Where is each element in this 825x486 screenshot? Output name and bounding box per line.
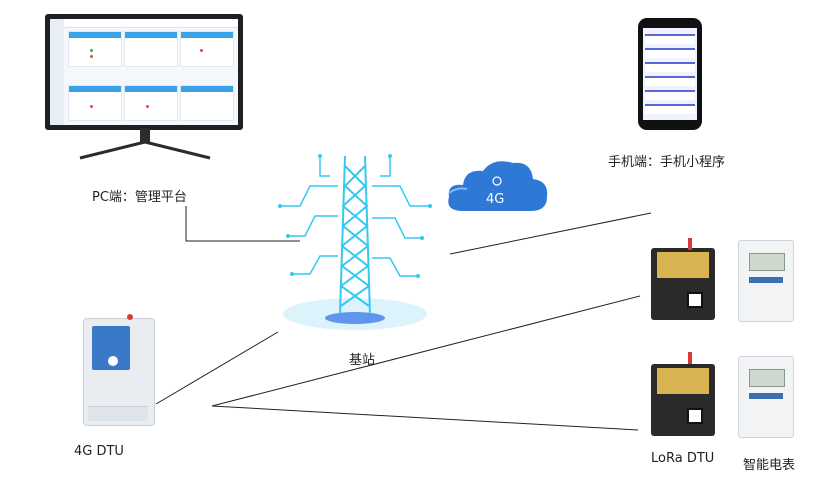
dtu-base [88,406,148,421]
lora-label: LoRa DTU [651,451,715,466]
screen-card [180,31,234,67]
smart-meter [738,240,794,322]
screen-sidebar [50,19,64,125]
pc-screen [50,19,238,125]
status-dot [146,105,149,108]
phone-row [645,104,695,114]
lora-dtu-device [651,364,715,436]
status-dot [90,105,93,108]
status-dot [200,49,203,52]
line-tower-mobile [449,212,652,255]
screen-card [68,31,122,67]
cloud-label: 4G [486,192,505,207]
pc-label: PC端：管理平台 [92,190,187,205]
phone-screen [643,28,697,120]
tower-label: 基站 [349,353,376,368]
meter-label: 智能电表 [743,458,796,473]
phone-row [645,90,695,100]
status-dot [90,49,93,52]
dtu-led-icon [127,314,133,320]
cloud-icon [448,161,548,211]
phone-row [645,34,695,44]
lora-dtu-device [651,248,715,320]
screen-card [180,85,234,121]
smart-meter [738,356,794,438]
line-dtu-lora2 [211,405,639,431]
antenna-icon [688,238,692,250]
dtu-logo-icon [108,356,118,366]
status-dot [90,55,93,58]
phone-row [645,76,695,86]
line-dtu-lora1 [211,295,641,407]
dtu-label: 4G DTU [74,444,124,459]
screen-card [124,31,178,67]
mobile-label: 手机端：手机小程序 [608,155,726,170]
screen-card [68,85,122,121]
line-pc-tower [185,206,300,242]
screen-card [124,85,178,121]
cell-tower-icon [278,154,432,330]
screen-topbar [64,19,238,28]
phone-row [645,62,695,72]
monitor-stand [79,128,211,160]
antenna-icon [688,352,692,364]
phone-row [645,48,695,58]
line-tower-dtu [155,331,279,405]
